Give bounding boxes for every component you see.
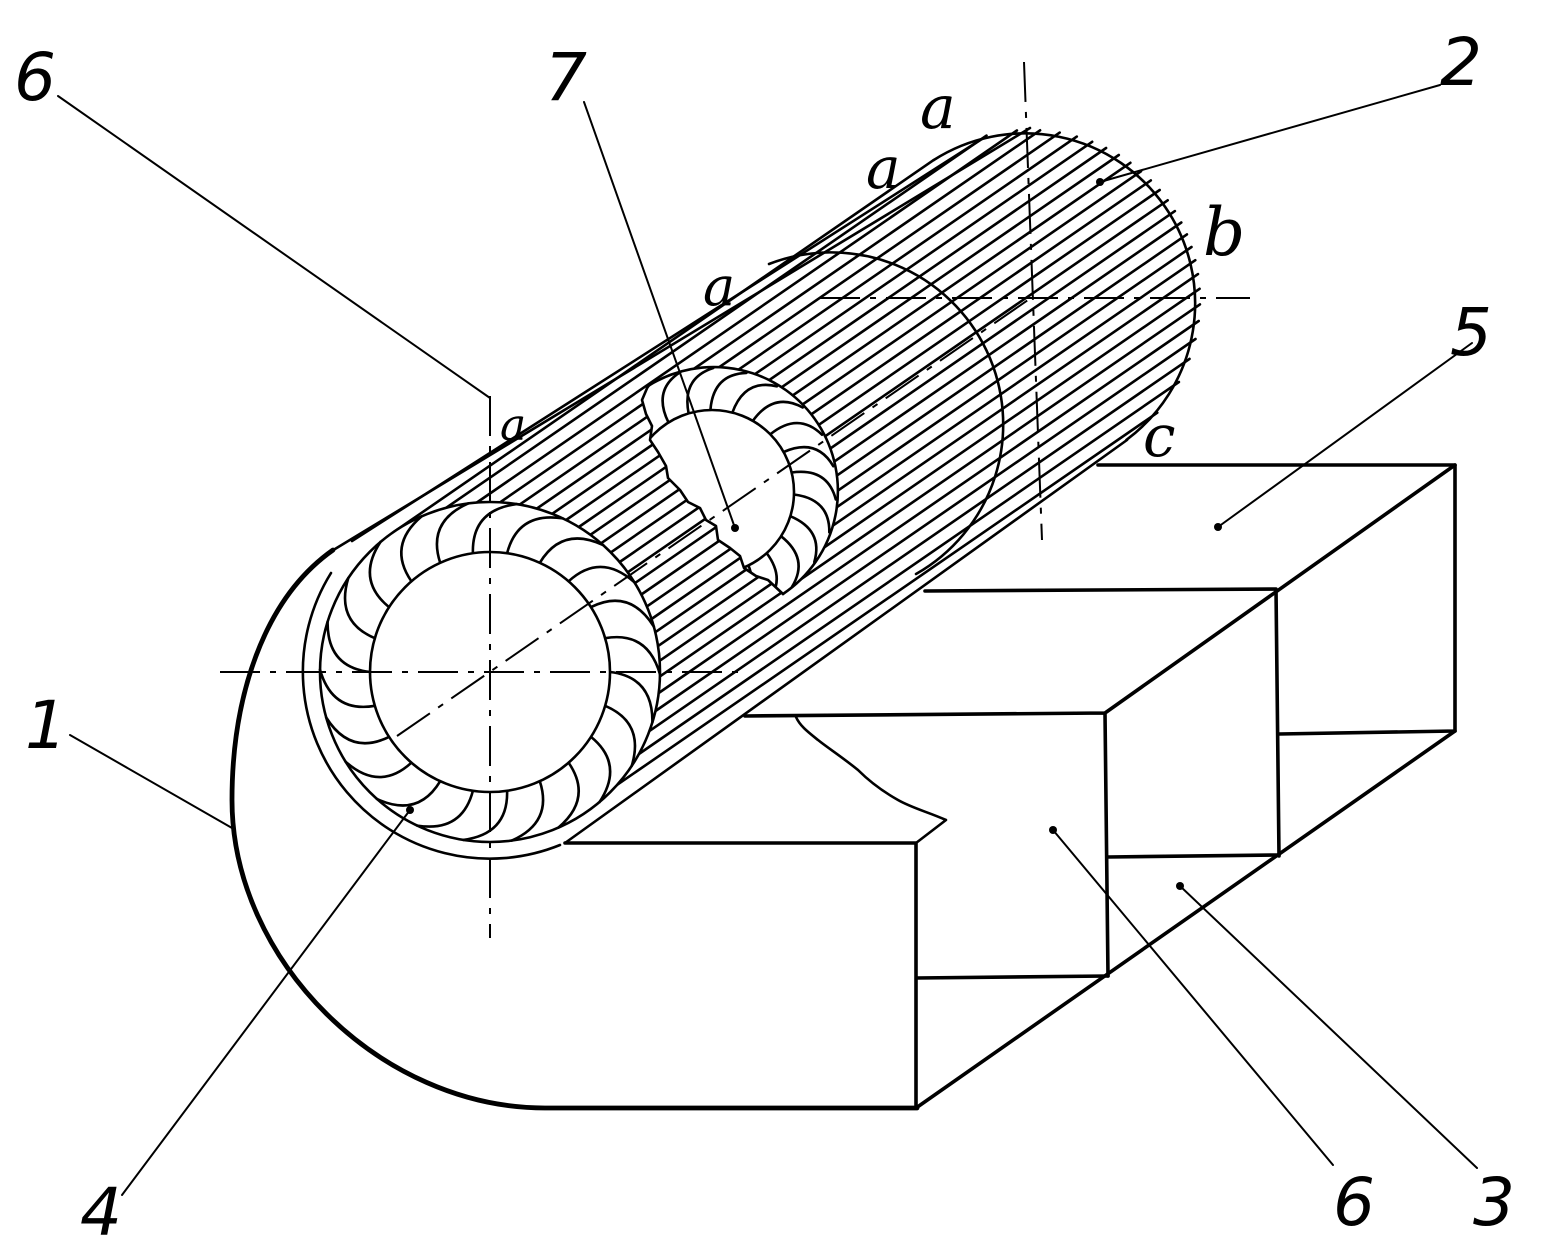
leader-lines: [58, 85, 1477, 1195]
callout-top-left: 6: [14, 39, 56, 116]
box-bottom-diagonal-edge: [916, 731, 1455, 1108]
leader-bottom-right: [1180, 886, 1477, 1168]
callout-bottom-middle: 6: [1333, 1164, 1375, 1241]
leader-left: [70, 735, 232, 828]
rotor-surface-line: [579, 155, 1119, 527]
callout-labels: 6 7 2 5 1 4 6 3: [14, 24, 1515, 1251]
leader-right: [1218, 343, 1472, 527]
letter-b: b: [1203, 194, 1245, 271]
leader-bottom-middle: [1053, 830, 1333, 1165]
callout-right: 5: [1450, 294, 1492, 371]
callout-bottom-right: 3: [1473, 1164, 1515, 1241]
letter-a-upper: a: [866, 134, 901, 202]
leader-dot: [1214, 523, 1222, 531]
box-lower-front-edges: [565, 843, 1108, 1108]
callout-bottom-left: 4: [80, 1174, 122, 1251]
duct-box: [565, 465, 1455, 1108]
leader-top-left: [58, 96, 490, 398]
callout-left: 1: [25, 687, 67, 764]
leader-dot: [406, 806, 414, 814]
leader-top-right: [1100, 85, 1440, 182]
letter-c: c: [1143, 402, 1175, 470]
letter-a-top: a: [920, 73, 956, 143]
leader-bottom-left: [122, 810, 410, 1195]
callout-top-middle: 7: [545, 39, 587, 116]
leader-dot: [1176, 882, 1184, 890]
letter-a-middle: a: [703, 255, 735, 318]
box-torn-edge: [796, 717, 946, 843]
box-upper-edges: [925, 465, 1455, 856]
box-middle-edges: [745, 465, 1455, 976]
callout-top-right: 2: [1440, 24, 1482, 101]
leader-dot: [1049, 826, 1057, 834]
rotor-top-tangent: [394, 160, 934, 532]
leader-dot: [731, 524, 739, 532]
letter-a-front: a: [500, 400, 526, 451]
leader-dot: [1096, 178, 1104, 186]
